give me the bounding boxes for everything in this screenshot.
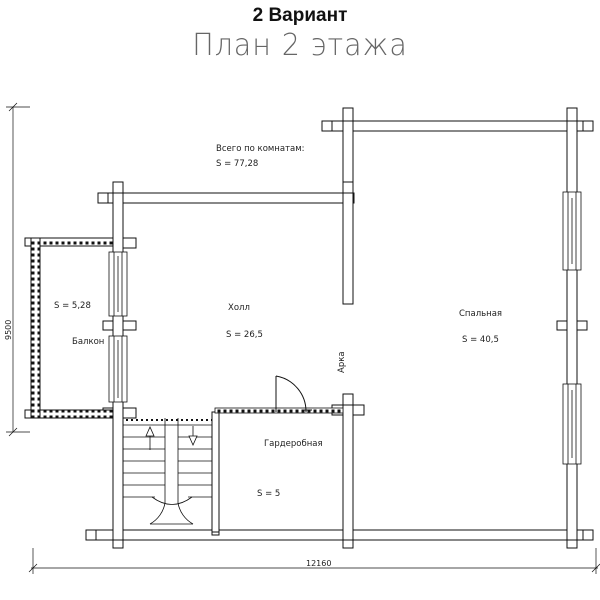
windows xyxy=(108,191,582,465)
page-subtitle: План 2 этажа xyxy=(192,28,408,63)
balcony-wall-bottom xyxy=(30,409,114,419)
wall-bottom xyxy=(95,529,584,541)
window-bedroom-lower xyxy=(562,383,582,465)
wall-center-lower xyxy=(342,404,354,541)
summary-label: Всего по комнатам: xyxy=(216,144,305,154)
window-bedroom-upper xyxy=(562,191,582,271)
width-dimension: 12160 xyxy=(306,559,331,568)
balcony-area: S = 5,28 xyxy=(54,301,91,311)
staircase xyxy=(123,418,212,525)
wall-center-upper xyxy=(342,120,354,305)
bedroom-name: Спальная xyxy=(459,309,502,319)
balcony-wall-left xyxy=(30,237,41,419)
summary-area: S = 77,28 xyxy=(216,159,258,169)
wall-top-bedroom xyxy=(331,120,584,132)
wardrobe-wall-top xyxy=(214,407,344,414)
hall-name: Холл xyxy=(228,303,250,313)
window-hall-upper xyxy=(108,251,128,317)
balcony-name: Балкон xyxy=(72,337,104,347)
balcony-walls xyxy=(24,237,114,419)
hall-area: S = 26,5 xyxy=(226,330,263,340)
wall-wardrobe-left xyxy=(211,411,220,533)
wardrobe-area: S = 5 xyxy=(257,489,280,499)
window-hall-lower xyxy=(108,335,128,403)
bedroom-area: S = 40,5 xyxy=(462,335,499,345)
log-ends xyxy=(85,107,594,549)
wardrobe-name: Гардеробная xyxy=(264,439,323,449)
walls xyxy=(95,120,584,541)
arch-label: Арка xyxy=(337,351,347,373)
balcony-wall-top xyxy=(30,237,114,247)
wall-top-hall xyxy=(107,192,355,204)
dimension-lines xyxy=(6,102,600,574)
page-title: 2 Вариант xyxy=(252,5,348,26)
wall-right xyxy=(566,120,578,541)
height-dimension: 9500 xyxy=(4,320,13,340)
wardrobe-door xyxy=(275,375,312,413)
